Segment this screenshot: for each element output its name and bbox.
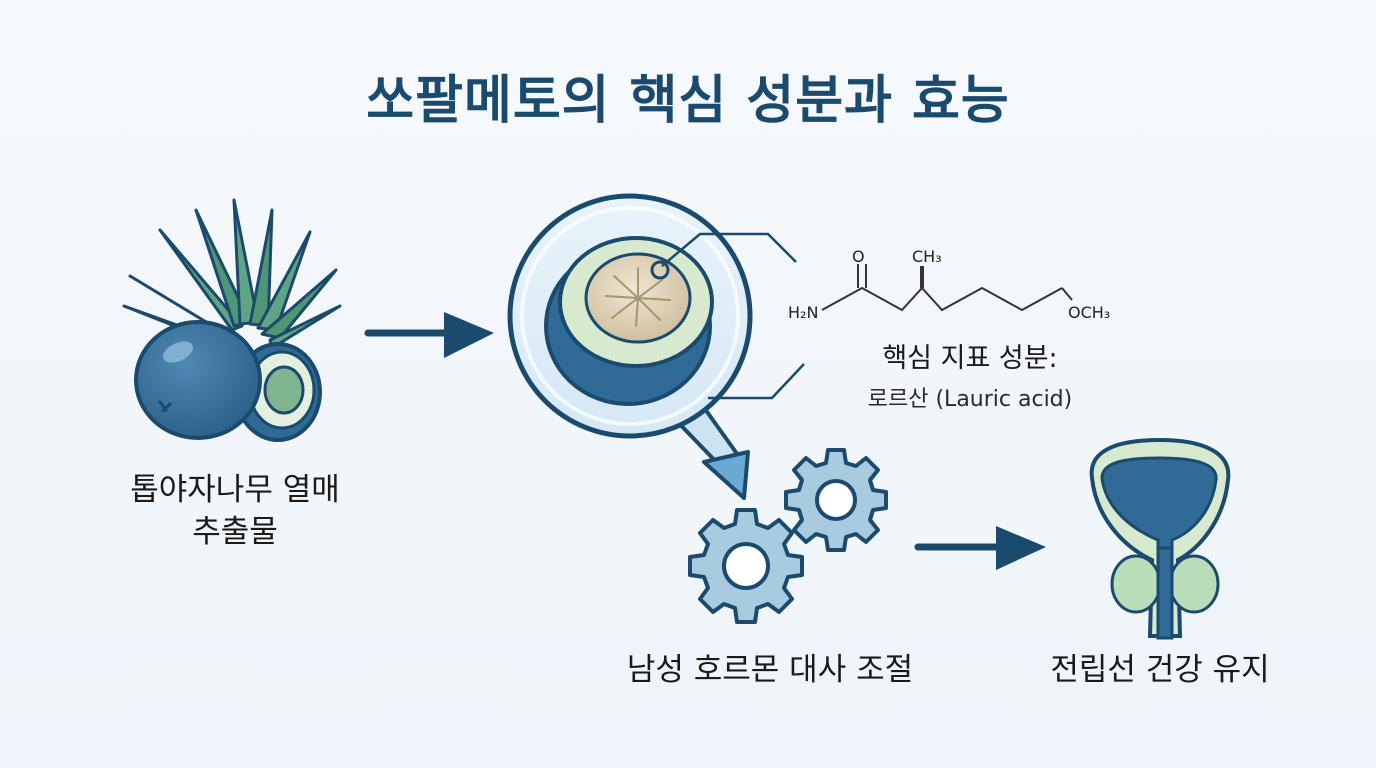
- palm-leaves-icon: [122, 198, 342, 350]
- marker-title: 핵심 지표 성분:: [882, 343, 1058, 374]
- hormone-label: 남성 호르몬 대사 조절: [626, 652, 914, 688]
- arrow-right-icon: [364, 312, 494, 358]
- prostate-label: 전립선 건강 유지: [1050, 652, 1270, 688]
- berry-icon: [134, 320, 262, 440]
- marker-compound: 핵심 지표 성분: 로르산 (Lauric acid): [820, 336, 1120, 413]
- saw-palmetto-icon: [122, 198, 342, 442]
- berry-cross-section-icon: [544, 236, 714, 406]
- oxygen-label: O: [852, 247, 865, 266]
- methyl-label: CH₃: [912, 247, 942, 266]
- amine-label: H₂N: [788, 303, 818, 322]
- source-label: 톱야자나무 열매 추출물: [80, 470, 390, 554]
- arrow-right-icon-2: [914, 526, 1046, 570]
- methoxy-label: OCH₃: [1068, 303, 1110, 322]
- berry-half-icon: [234, 342, 322, 442]
- marker-name: 로르산 (Lauric acid): [867, 387, 1073, 412]
- molecule-structure: O CH₃ H₂N OCH₃: [788, 247, 1110, 322]
- prostate-icon: [1089, 437, 1231, 640]
- page-title: 쏘팔메토의 핵심 성분과 효능: [366, 71, 1010, 131]
- magnifier-icon: [507, 193, 805, 500]
- gear-icon-small: [784, 448, 888, 552]
- source-label-line2: 추출물: [192, 513, 278, 550]
- gear-icon-large: [688, 508, 804, 624]
- source-label-line1: 톱야자나무 열매: [130, 472, 340, 508]
